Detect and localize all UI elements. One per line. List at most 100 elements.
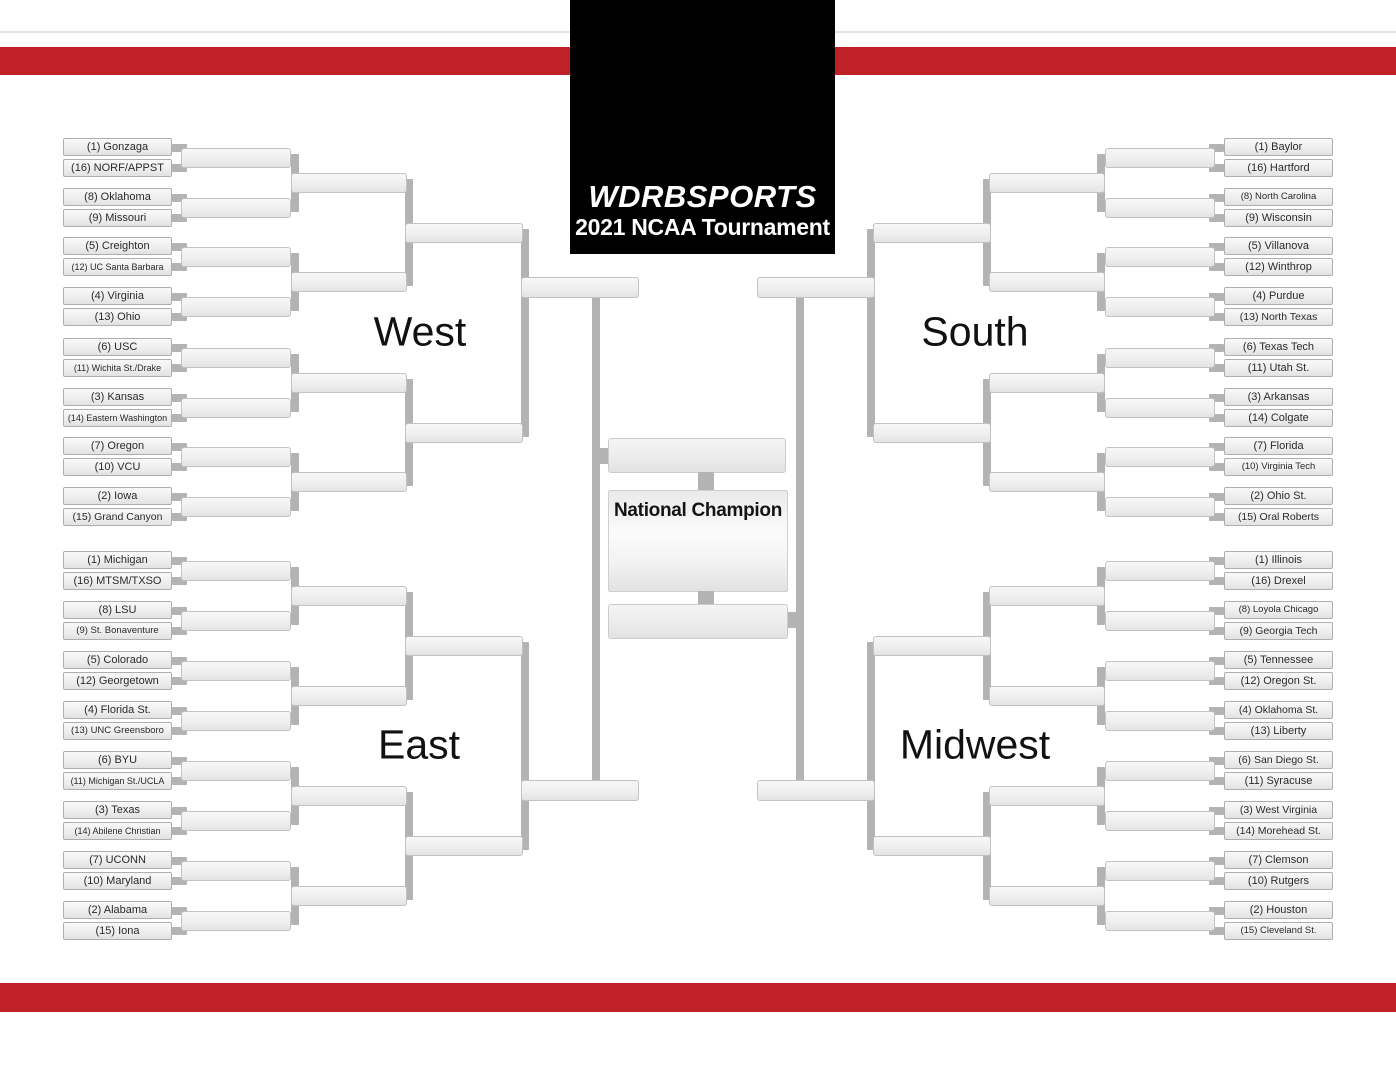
- west-team-tab: [172, 194, 187, 202]
- midwest-team-tab: [1209, 627, 1224, 635]
- midwest-round2-slot: [1105, 711, 1215, 731]
- south-team-tab: [1209, 414, 1224, 422]
- south-elite8-slot: [873, 422, 991, 443]
- midwest-team-box-seed-8: (8) Loyola Chicago: [1224, 601, 1333, 619]
- west-round2-slot: [181, 247, 291, 267]
- national-champion-label: National Champion: [613, 500, 782, 521]
- east-team-box-seed-9: (9) St. Bonaventure: [63, 622, 172, 640]
- east-team-tab: [172, 857, 187, 865]
- midwest-elite8-slot: [873, 636, 991, 656]
- east-round2-slot: [181, 861, 291, 881]
- east-team-box-seed-1: (1) Michigan: [63, 551, 172, 569]
- south-team-tab: [1209, 344, 1224, 352]
- west-team-tab: [172, 463, 187, 471]
- south-team-tab: [1209, 263, 1224, 271]
- east-team-tab: [172, 727, 187, 735]
- west-team-box-seed-5: (5) Creighton: [63, 237, 172, 255]
- south-round2-slot: [1105, 398, 1215, 418]
- west-team-tab: [172, 414, 187, 422]
- west-team-tab: [172, 394, 187, 402]
- west-team-tab: [172, 243, 187, 251]
- east-team-tab: [172, 607, 187, 615]
- east-elite8-connector: [521, 642, 529, 850]
- south-team-box-seed-5: (5) Villanova: [1224, 237, 1333, 255]
- midwest-team-box-seed-12: (12) Oregon St.: [1224, 672, 1333, 690]
- east-team-box-seed-12: (12) Georgetown: [63, 672, 172, 690]
- midwest-team-box-seed-16: (16) Drexel: [1224, 572, 1333, 590]
- midwest-team-tab: [1209, 727, 1224, 735]
- east-team-box-seed-6: (6) BYU: [63, 751, 172, 769]
- east-team-tab: [172, 627, 187, 635]
- south-team-tab: [1209, 394, 1224, 402]
- south-team-tab: [1209, 214, 1224, 222]
- east-sweet16-slot: [291, 886, 407, 906]
- east-team-tab: [172, 757, 187, 765]
- west-final-four-slot: [521, 276, 639, 298]
- midwest-team-box-seed-1: (1) Illinois: [1224, 551, 1333, 569]
- west-elite8-connector: [521, 228, 529, 437]
- west-sweet16-slot: [291, 373, 407, 393]
- championship-nub-right: [786, 612, 800, 628]
- logo-wordmark: WDRBSPORTS: [588, 179, 817, 215]
- midwest-team-box-seed-6: (6) San Diego St.: [1224, 751, 1333, 769]
- south-elite8-slot: [873, 222, 991, 243]
- south-round2-slot: [1105, 148, 1215, 168]
- east-team-box-seed-8: (8) LSU: [63, 601, 172, 619]
- east-team-tab: [172, 927, 187, 935]
- west-team-tab: [172, 164, 187, 172]
- logo-sports-text: SPORTS: [686, 179, 817, 215]
- west-sweet16-slot: [291, 272, 407, 292]
- west-team-tab: [172, 513, 187, 521]
- west-round2-slot: [181, 297, 291, 317]
- east-team-tab: [172, 907, 187, 915]
- final-four-line-right: [796, 287, 804, 790]
- region-label-west: West: [373, 308, 467, 355]
- west-team-box-seed-11: (11) Wichita St./Drake: [63, 359, 172, 377]
- midwest-elite8-connector: [867, 642, 875, 850]
- midwest-team-tab: [1209, 607, 1224, 615]
- wdrb-sports-logo: WDRBSPORTS 2021 NCAA Tournament: [570, 0, 835, 254]
- midwest-team-box-seed-9: (9) Georgia Tech: [1224, 622, 1333, 640]
- east-team-tab: [172, 827, 187, 835]
- east-round2-slot: [181, 611, 291, 631]
- west-team-box-seed-9: (9) Missouri: [63, 209, 172, 227]
- midwest-team-box-seed-5: (5) Tennessee: [1224, 651, 1333, 669]
- national-champion-box: National Champion: [608, 490, 788, 592]
- west-team-box-seed-16: (16) NORF/APPST: [63, 159, 172, 177]
- south-round2-slot: [1105, 297, 1215, 317]
- east-round2-slot: [181, 811, 291, 831]
- south-team-tab: [1209, 144, 1224, 152]
- east-team-box-seed-16: (16) MTSM/TXSO: [63, 572, 172, 590]
- midwest-team-box-seed-3: (3) West Virginia: [1224, 801, 1333, 819]
- midwest-team-box-seed-14: (14) Morehead St.: [1224, 822, 1333, 840]
- midwest-team-tab: [1209, 657, 1224, 665]
- west-team-tab: [172, 263, 187, 271]
- west-elite8-slot: [405, 422, 523, 443]
- south-team-box-seed-9: (9) Wisconsin: [1224, 209, 1333, 227]
- east-round2-slot: [181, 711, 291, 731]
- south-team-tab: [1209, 443, 1224, 451]
- east-team-box-seed-3: (3) Texas: [63, 801, 172, 819]
- east-team-box-seed-5: (5) Colorado: [63, 651, 172, 669]
- south-final-four-slot: [757, 276, 875, 298]
- south-team-box-seed-16: (16) Hartford: [1224, 159, 1333, 177]
- east-elite8-slot: [405, 836, 523, 856]
- south-team-box-seed-3: (3) Arkansas: [1224, 388, 1333, 406]
- south-round2-slot: [1105, 348, 1215, 368]
- east-sweet16-slot: [291, 586, 407, 606]
- east-team-box-seed-10: (10) Maryland: [63, 872, 172, 890]
- midwest-round2-slot: [1105, 561, 1215, 581]
- championship-nub-left: [596, 448, 610, 464]
- midwest-team-box-seed-15: (15) Cleveland St.: [1224, 922, 1333, 940]
- west-team-tab: [172, 293, 187, 301]
- east-team-box-seed-4: (4) Florida St.: [63, 701, 172, 719]
- bottom-red-bar: [0, 983, 1396, 1012]
- midwest-team-tab: [1209, 877, 1224, 885]
- east-team-tab: [172, 807, 187, 815]
- west-round2-slot: [181, 447, 291, 467]
- midwest-round2-slot: [1105, 661, 1215, 681]
- east-team-tab: [172, 577, 187, 585]
- south-round2-slot: [1105, 497, 1215, 517]
- west-round2-slot: [181, 348, 291, 368]
- midwest-round2-slot: [1105, 811, 1215, 831]
